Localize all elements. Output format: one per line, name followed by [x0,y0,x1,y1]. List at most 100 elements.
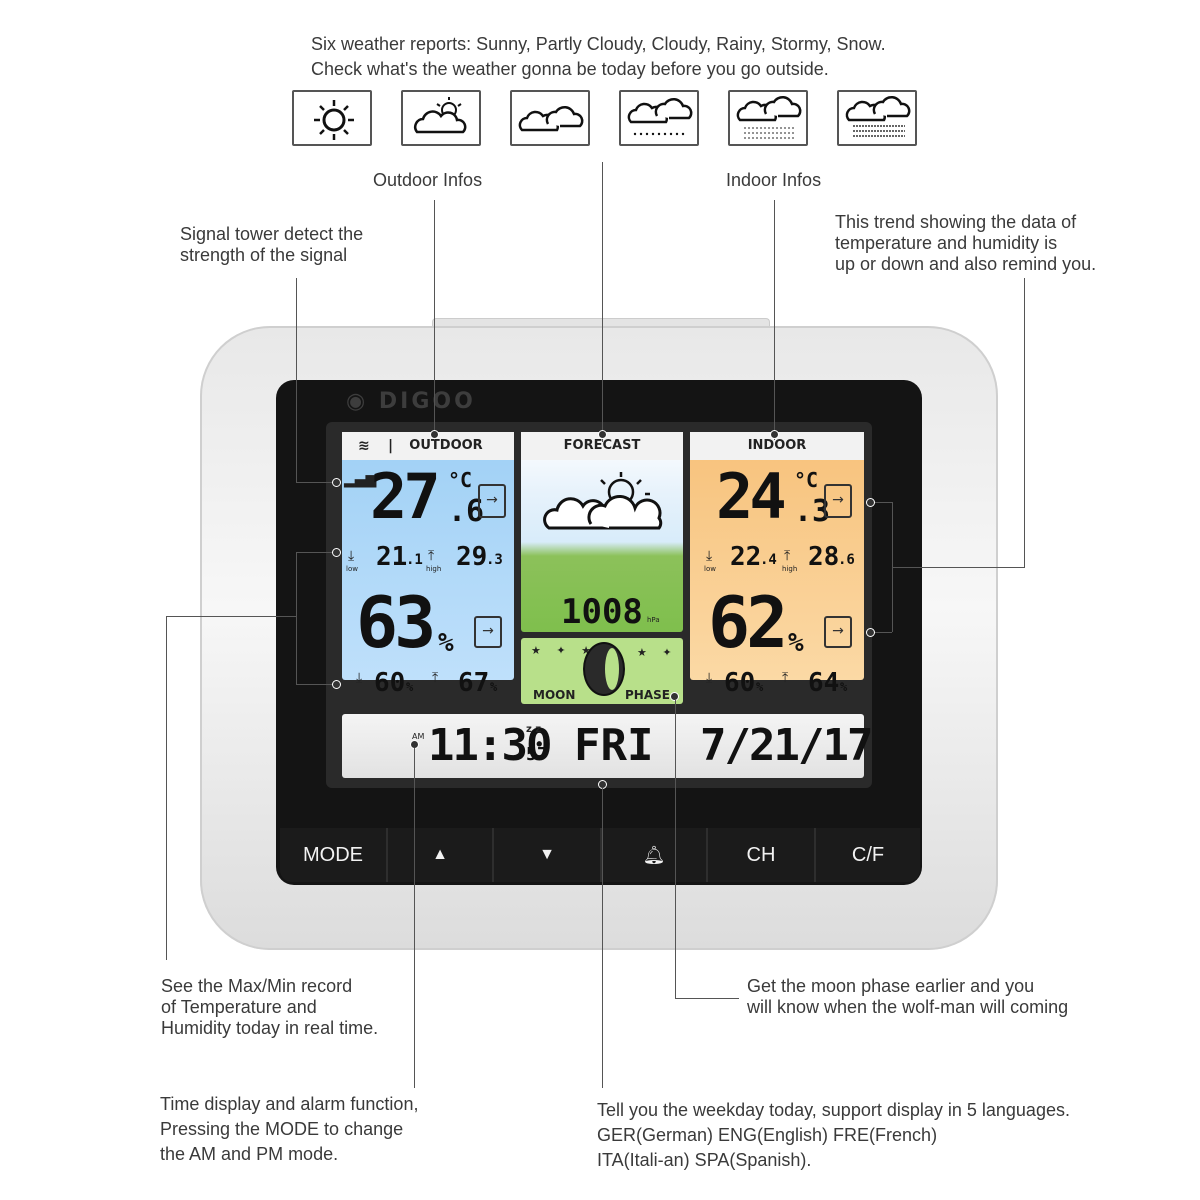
partly-cloudy-icon [414,97,467,134]
indoor-humidity-low: 60 [724,668,756,698]
maxmin-caption: See the Max/Min record of Temperature an… [161,976,379,1038]
clock-time: 11:30 [428,720,552,771]
moon-label: MOON [533,688,576,702]
outdoor-humidity: 63 [356,582,436,664]
cloudy-icon [518,105,584,132]
time-leader [414,748,415,1088]
snow-icon-box [837,90,917,146]
rainy-icon [627,97,693,136]
outdoor-leader [434,200,435,440]
forecast-pressure-unit: hPa [647,616,660,624]
signal-dot [332,478,341,487]
indoor-temp-high-dec: .6 [838,552,855,568]
indoor-low-arrow-icon: ⤓ [706,548,713,564]
indoor-high-arrow-icon: ⤒ [784,548,791,564]
moon-phase-panel: ★ ✦ ★ ★ ✦ MOON PHASE [521,638,683,704]
outdoor-temp-low-dec: .1 [406,552,423,568]
outdoor-humidity-unit: % [438,628,454,658]
outdoor-header: ≋|OUTDOOR [342,432,514,460]
trend-caption: This trend showing the data of temperatu… [835,212,1097,274]
snooze-icon: z z [526,724,542,735]
stars-right-icon: ★ ✦ [637,646,678,659]
signal-caption: Signal tower detect the strength of the … [180,224,364,265]
forecast-pressure: 1008 [561,592,643,632]
clock-seconds: 57 [526,744,548,765]
outdoor-infos-caption: Outdoor Infos [373,170,483,190]
alarm-button[interactable]: 🔔︎ [602,828,708,882]
clock-panel: AM 11:30 z z 57 FRI 7/21/17 [342,714,873,778]
outdoor-temp-high: 29 [456,542,488,572]
up-button[interactable]: ▲ [388,828,494,882]
forecast-header: FORECAST [521,432,683,460]
indoor-temp-unit: °C [794,468,819,492]
indoor-hum-high-arrow-icon: ⤒ [782,670,789,686]
sunny-icon [314,100,354,140]
up-arrow-icon: ▲ [432,846,448,863]
trend-leader [1024,278,1025,568]
outdoor-humidity-high: 67 [458,668,490,698]
outdoor-humidity-trend-icon: → [474,616,502,648]
partly-cloudy-forecast-icon [543,472,663,530]
ampm-indicator: AM [412,732,425,741]
snow-icon [845,95,911,137]
indoor-panel: INDOOR 24 °C .3 → ⤓ low 22 .4 ⤒ high 28 … [690,432,864,698]
temp-unit-button[interactable]: C/F [816,828,920,882]
weekday-caption: Tell you the weekday today, support disp… [597,1100,1070,1170]
weekday-leader [602,788,603,1088]
outdoor-panel: ≋|OUTDOOR ▂▄▆ 27 °C .6 → ⤓ low 21 .1 ⤒ h… [342,432,514,698]
outdoor-temp-unit: °C [448,468,473,492]
moon-dot [670,692,679,701]
forecast-panel: FORECAST 1008 hPa [521,432,683,632]
indoor-temp-trend-icon: → [824,484,852,518]
indoor-temp-high: 28 [808,542,840,572]
indoor-humidity-trend-icon: → [824,616,852,648]
brand-logo: ◉ DIGOO [346,389,476,414]
maxmin-leader [166,616,167,960]
outdoor-temp-main: 27 [370,460,441,533]
outdoor-temp-trend-icon: → [478,484,506,518]
indoor-infos-caption: Indoor Infos [726,170,822,190]
down-button[interactable]: ▼ [494,828,602,882]
forecast-dot [598,430,607,439]
signal-leader [296,278,297,482]
outdoor-hum-high-arrow-icon: ⤒ [432,670,439,686]
stars-left-icon: ★ ✦ ★ [531,644,597,657]
phase-label: PHASE [625,688,670,702]
channel-button[interactable]: CH [708,828,816,882]
moon-caption: Get the moon phase earlier and you will … [747,976,1069,1017]
partly-cloudy-icon-box [401,90,481,146]
indoor-hum-low-arrow-icon: ⤓ [706,670,713,686]
bell-icon: 🔔︎ [642,845,666,865]
indoor-temp-low-dec: .4 [760,552,777,568]
indoor-humidity-unit: % [788,628,804,658]
mode-button[interactable]: MODE [280,828,388,882]
sensor-bar-icon: | [388,438,394,454]
outdoor-temp-high-dec: .3 [486,552,503,568]
outdoor-humidity-low: 60 [374,668,406,698]
indoor-humidity: 62 [708,582,788,664]
time-caption: Time display and alarm function, Pressin… [160,1094,419,1164]
indoor-leader [774,200,775,440]
outdoor-hum-low-arrow-icon: ⤓ [356,670,363,686]
indoor-temp-main: 24 [716,460,787,533]
cloudy-icon-box [510,90,590,146]
moon-icon [583,642,625,696]
wifi-icon: ≋ [358,438,370,454]
outdoor-dot [430,430,439,439]
down-arrow-icon: ▼ [539,846,555,863]
outdoor-low-arrow-icon: ⤓ [348,548,355,564]
forecast-leader [602,162,603,442]
clock-date: 7/21/17 [700,720,873,771]
indoor-dot [770,430,779,439]
stormy-icon-box [728,90,808,146]
stormy-icon [736,95,802,139]
signal-strength-icon: ▂▄▆ [344,472,377,488]
indoor-temp-low: 22 [730,542,762,572]
indoor-humidity-high: 64 [808,668,840,698]
weather-reports-caption: Six weather reports: Sunny, Partly Cloud… [311,34,886,79]
sunny-icon-box [292,90,372,146]
clock-weekday: FRI [574,720,654,771]
moon-leader [675,700,676,998]
rainy-icon-box [619,90,699,146]
outdoor-high-arrow-icon: ⤒ [428,548,435,564]
